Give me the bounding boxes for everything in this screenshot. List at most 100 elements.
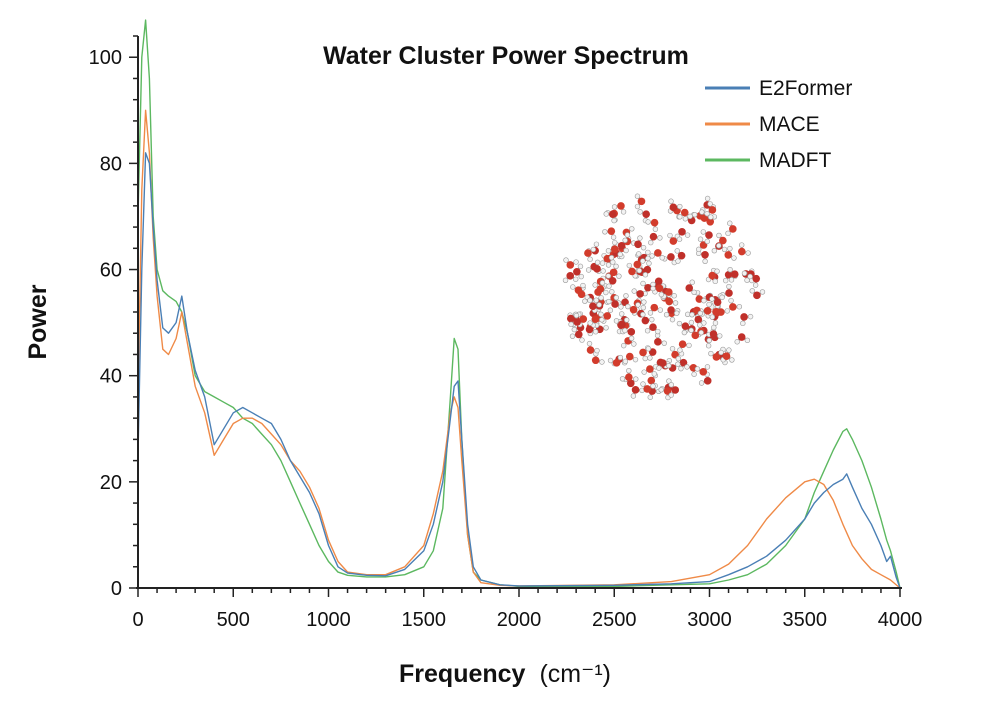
water-molecule — [585, 320, 599, 335]
x-tick-label: 2500 — [592, 609, 637, 631]
x-tick-label: 3500 — [783, 609, 828, 631]
water-molecule — [640, 311, 655, 325]
x-tick-label: 3000 — [687, 609, 732, 631]
water-molecule — [684, 363, 698, 377]
water-molecule — [656, 359, 672, 371]
water-molecule — [568, 312, 581, 328]
water-molecule — [596, 280, 609, 296]
water-molecule — [728, 297, 743, 311]
water-molecule — [633, 258, 646, 274]
water-molecule — [709, 294, 725, 306]
water-molecule — [634, 193, 646, 210]
x-tick-label: 1500 — [402, 609, 447, 631]
water-molecule — [727, 266, 739, 283]
water-molecule — [607, 354, 624, 367]
legend-label-mace: MACE — [759, 113, 820, 136]
water-molecule — [603, 210, 617, 224]
water-molecule — [573, 263, 584, 280]
water-molecule — [725, 220, 737, 237]
y-tick-label: 20 — [100, 472, 122, 494]
x-tick-label: 4000 — [878, 609, 923, 631]
water-molecule — [663, 306, 680, 318]
water-molecule — [738, 242, 751, 256]
water-molecule — [611, 202, 627, 215]
water-molecule — [682, 211, 698, 225]
y-tick-label: 0 — [111, 578, 122, 600]
water-molecule — [688, 327, 704, 340]
water-molecule — [749, 288, 766, 300]
water-molecule — [622, 352, 639, 365]
water-molecule — [563, 257, 579, 269]
water-molecule — [570, 282, 586, 295]
water-molecule — [640, 381, 656, 393]
water-molecule — [658, 387, 672, 401]
water-molecule — [650, 277, 666, 289]
x-axis-label-text: Frequency — [399, 660, 526, 688]
y-axis-label: Power — [24, 284, 52, 359]
water-molecule — [720, 283, 733, 298]
legend-label-e2former: E2Former — [759, 77, 852, 100]
water-molecule — [677, 340, 692, 353]
series-line-mace — [137, 109, 901, 589]
y-tick-label: 80 — [100, 153, 122, 175]
series-layer — [137, 19, 901, 589]
legend-label-madft: MADFT — [759, 149, 831, 172]
water-molecule — [649, 249, 665, 261]
water-molecule — [569, 330, 585, 343]
water-molecule — [654, 332, 667, 346]
water-molecule — [562, 272, 579, 283]
water-molecule — [645, 218, 659, 232]
water-molecule — [586, 340, 600, 354]
water-molecule — [704, 201, 717, 217]
water-molecule — [602, 227, 617, 240]
water-molecule — [675, 355, 688, 372]
water-molecule — [674, 248, 686, 264]
water-molecule — [617, 237, 629, 254]
water-molecule — [669, 346, 685, 359]
x-axis-unit: (cm⁻¹) — [539, 660, 611, 688]
water-molecule — [609, 263, 622, 279]
water-molecule — [734, 333, 751, 345]
x-axis-label: Frequency (cm⁻¹) — [399, 660, 611, 688]
water-molecule — [747, 273, 761, 288]
water-molecule — [708, 268, 720, 285]
water-molecule — [590, 315, 605, 328]
water-molecule — [619, 367, 633, 382]
water-molecule — [647, 303, 664, 316]
water-molecule — [591, 351, 605, 365]
water-molecule — [613, 317, 630, 329]
water-molecule — [598, 307, 614, 320]
x-tick-label: 1000 — [306, 609, 351, 631]
water-molecule — [648, 232, 663, 246]
series-line-e2former — [137, 152, 901, 589]
water-molecule — [620, 337, 637, 349]
water-molecule — [716, 232, 727, 249]
water-molecule — [647, 387, 662, 400]
water-molecule — [696, 250, 709, 265]
water-molecule — [709, 324, 723, 339]
water-molecule — [641, 365, 657, 377]
water-molecule — [622, 327, 636, 342]
water-molecule — [611, 294, 624, 310]
y-tick-label: 100 — [89, 47, 122, 69]
water-molecule — [584, 246, 597, 262]
x-tick-label: 500 — [217, 609, 250, 631]
water-molecule — [639, 346, 652, 362]
water-molecule — [722, 347, 735, 363]
water-molecule — [650, 284, 665, 298]
water-molecule — [644, 323, 661, 335]
water-molecule — [667, 232, 683, 245]
water-molecule — [605, 239, 619, 254]
water-cluster-illustration — [562, 193, 766, 401]
water-molecule — [696, 236, 708, 253]
water-molecule — [661, 288, 677, 300]
water-molecule — [587, 297, 602, 310]
series-line-madft — [137, 19, 901, 589]
y-tick-label: 40 — [100, 366, 122, 388]
water-molecule — [700, 229, 713, 245]
water-molecule — [674, 227, 691, 240]
water-molecule — [708, 349, 724, 361]
